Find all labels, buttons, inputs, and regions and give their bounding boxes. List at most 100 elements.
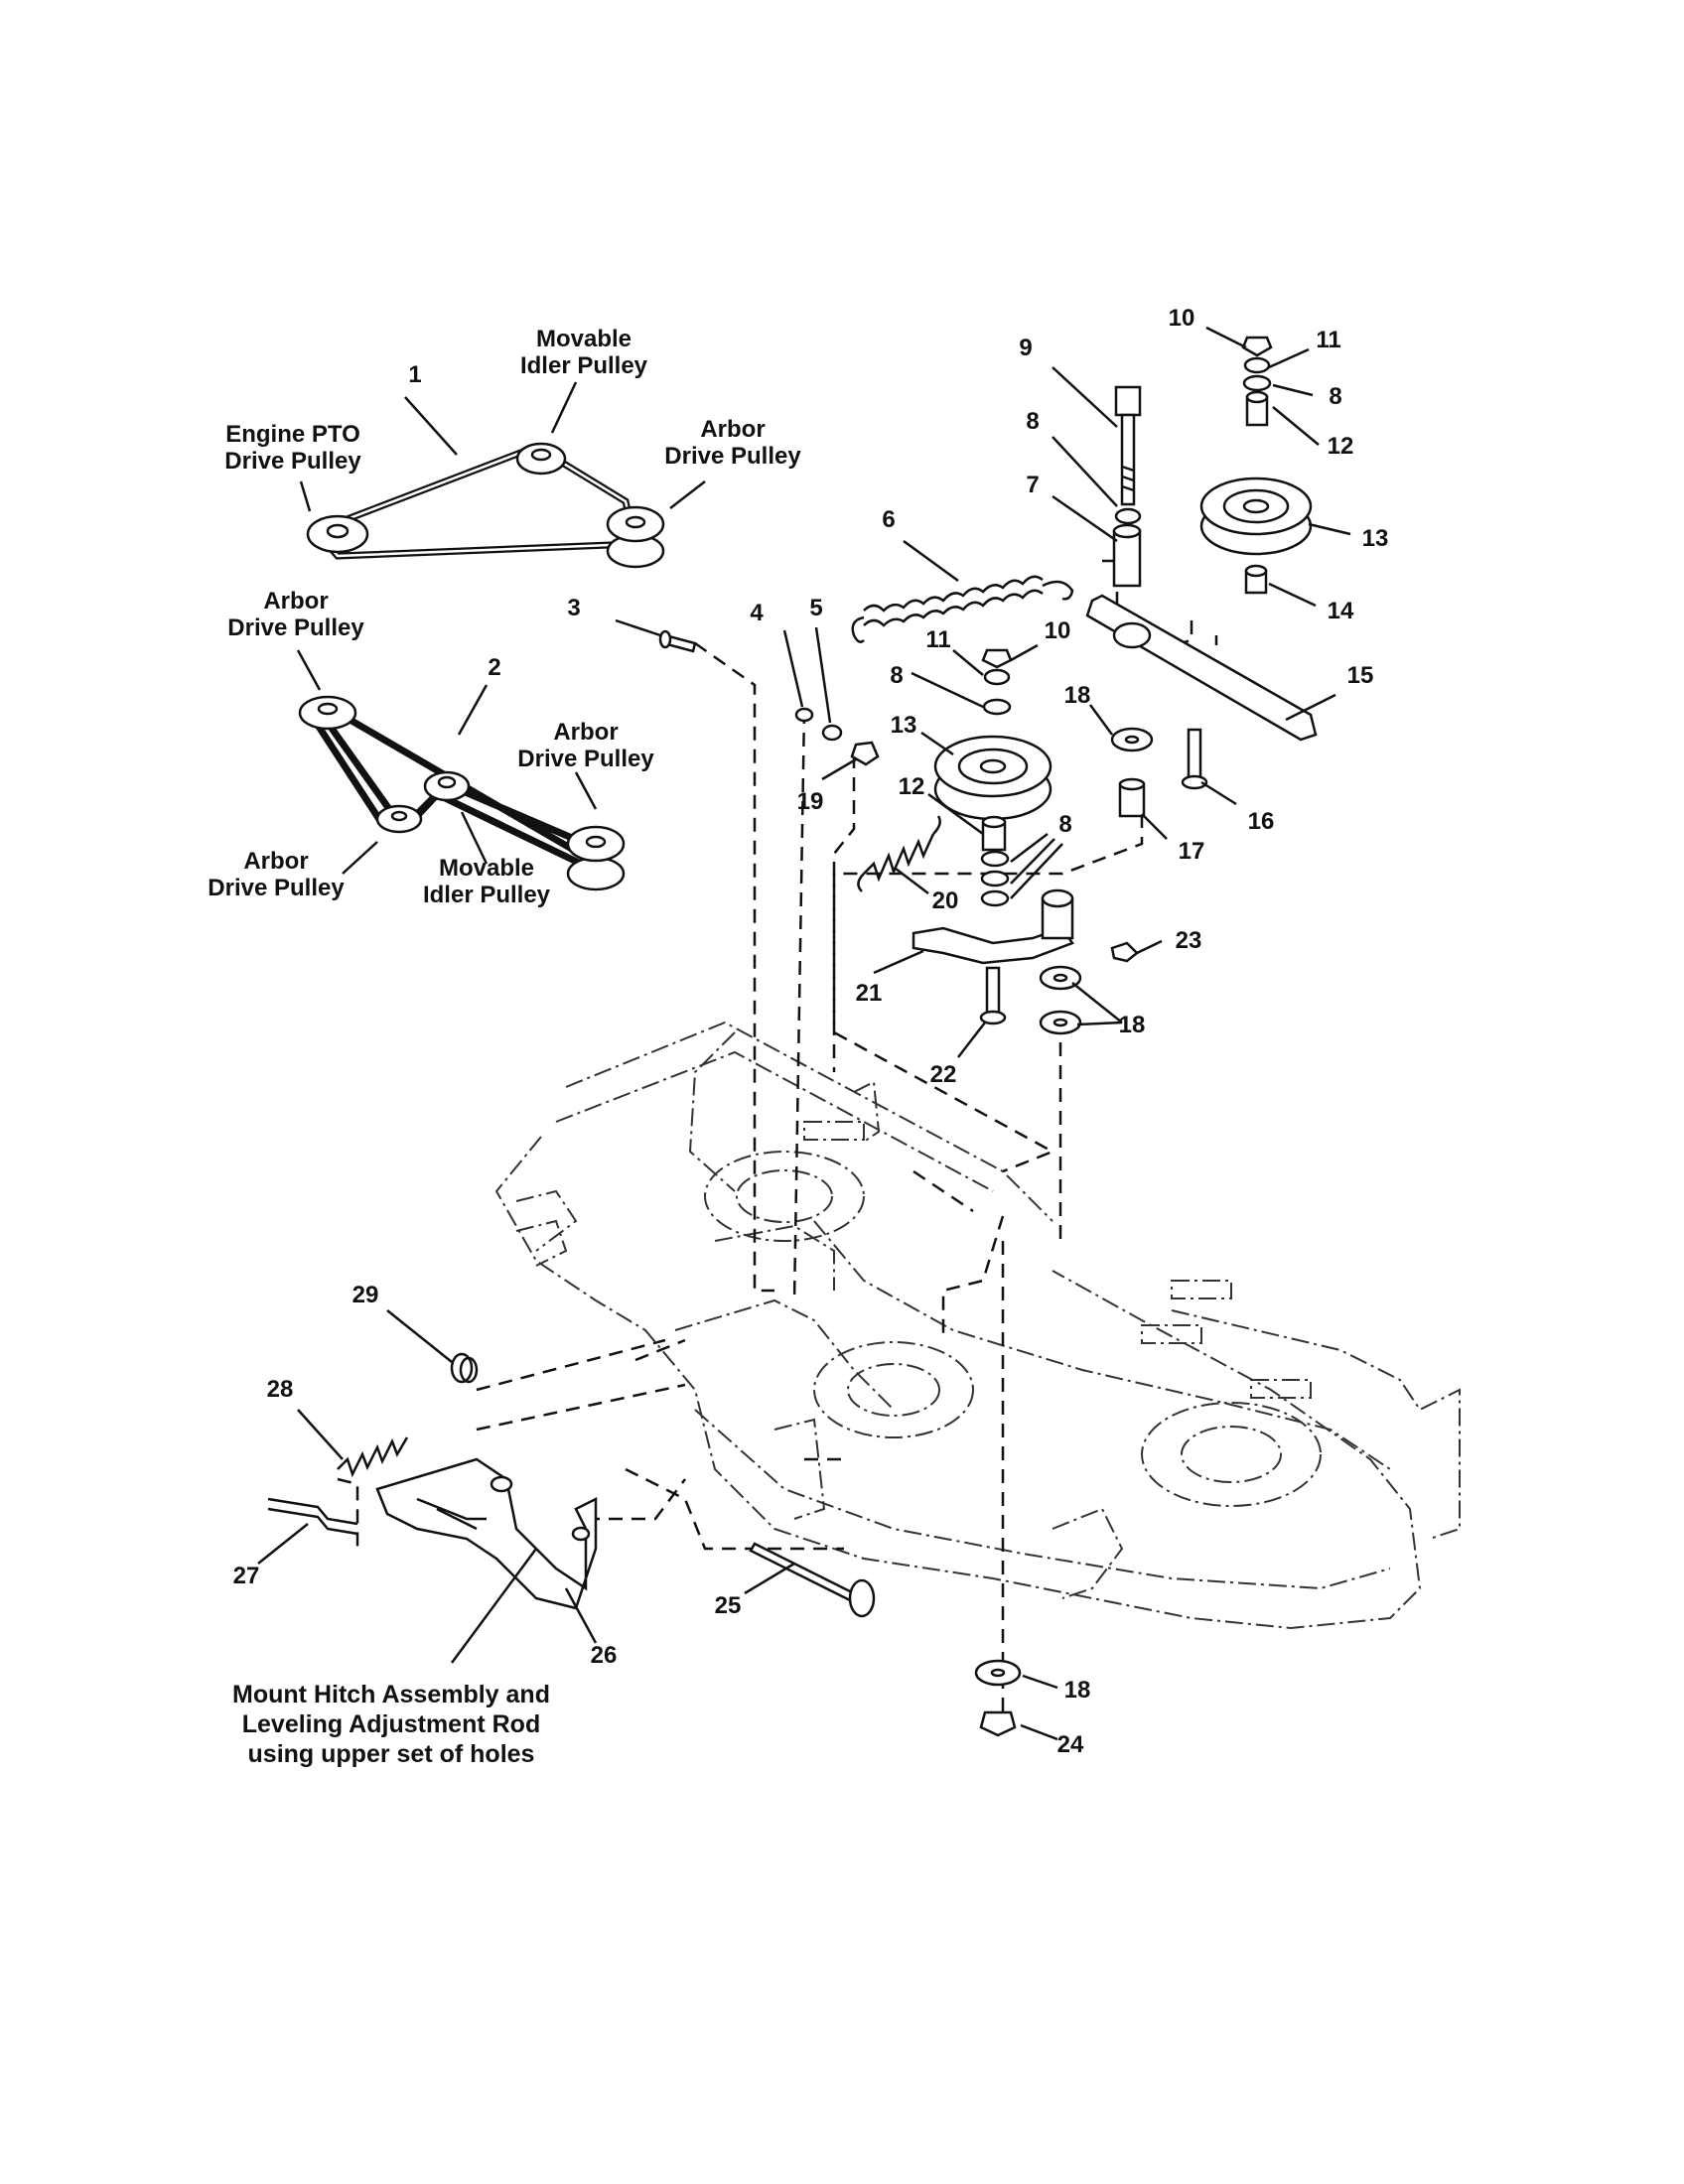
part-29-clip <box>450 1352 479 1384</box>
part-8-washer-b <box>1242 374 1272 392</box>
part-10-nut-b <box>981 648 1013 669</box>
callout-6: 6 <box>882 506 895 533</box>
label-arbor-top-1: Arbor <box>263 588 328 614</box>
part-23-fitting <box>1110 941 1139 963</box>
label-movable-idler-2a: Movable <box>439 855 534 882</box>
engine-pto-drive-pulley <box>306 514 369 554</box>
callout-2: 2 <box>488 654 500 681</box>
part-27-leveling-rod <box>267 1497 358 1536</box>
callout-19: 19 <box>797 788 824 815</box>
part-7-spacer <box>1112 523 1142 588</box>
callout-4: 4 <box>750 600 764 626</box>
part-8-washer-f <box>980 889 1010 907</box>
callout-18-b: 18 <box>1119 1012 1146 1038</box>
part-18-washer-a <box>1110 727 1154 752</box>
callout-18-a: 18 <box>1064 682 1091 709</box>
movable-idler-pulley-2 <box>423 770 471 802</box>
callout-8-d: 8 <box>1058 811 1071 838</box>
part-12-bushing-a <box>1245 390 1269 427</box>
callout-11-b: 11 <box>925 626 950 653</box>
part-24-nut <box>979 1710 1017 1737</box>
part-18-washer-c <box>1039 1010 1082 1035</box>
assembly-guides <box>337 559 1218 1717</box>
callout-14: 14 <box>1328 598 1354 624</box>
label-movable-idler-1: Movable <box>536 326 632 352</box>
callout-29: 29 <box>352 1282 379 1308</box>
lower-idler-assembly <box>658 575 1139 1035</box>
part-21-idler-arm <box>912 888 1074 965</box>
part-9-bolt <box>1114 385 1142 506</box>
label-arbor-top-2: Drive Pulley <box>227 614 364 641</box>
callout-26: 26 <box>591 1642 618 1669</box>
belt-diagram-1: 1 Engine PTO Drive Pulley Movable Idler … <box>224 326 801 569</box>
hitch-assembly <box>267 1352 1022 1737</box>
callout-25: 25 <box>715 1592 742 1619</box>
callout-12-a: 12 <box>1328 433 1354 460</box>
part-18-washer-d <box>974 1659 1022 1687</box>
callout-24: 24 <box>1057 1731 1084 1758</box>
part-14-bushing <box>1244 564 1268 595</box>
part-8-washer-a <box>1114 507 1142 525</box>
belt-diagram-2: 2 Arbor Drive Pulley Arbor Drive Pulley … <box>208 588 654 908</box>
part-19-nut <box>850 741 880 766</box>
label-arbor-right-2: Drive Pulley <box>517 746 654 772</box>
callout-8-b: 8 <box>1329 383 1341 410</box>
callout-10-a: 10 <box>1169 305 1195 332</box>
label-arbor-1: Arbor <box>700 416 765 443</box>
upper-idler-assembly <box>1085 336 1318 818</box>
part-11-washer-b <box>983 668 1011 686</box>
label-arbor-2: Drive Pulley <box>664 443 801 470</box>
callout-21: 21 <box>856 980 883 1007</box>
note-line-2: Leveling Adjustment Rod <box>242 1710 540 1738</box>
part-15-idler-arm <box>1085 594 1318 742</box>
part-5-washer <box>821 724 843 742</box>
part-18-washer-b <box>1039 965 1082 991</box>
callout-8-c: 8 <box>890 662 903 689</box>
label-engine-pto-1: Engine PTO <box>225 421 360 448</box>
part-11-washer-a <box>1243 356 1271 374</box>
callout-13-a: 13 <box>1362 525 1389 552</box>
part-6-spring <box>851 575 1074 643</box>
label-arbor-left-1: Arbor <box>243 848 308 875</box>
callout-numbers: 9 8 7 10 11 8 12 13 14 15 16 18 17 10 11… <box>233 305 1389 1758</box>
callout-5: 5 <box>809 595 822 621</box>
callout-23: 23 <box>1176 927 1202 954</box>
part-10-nut-a <box>1241 336 1273 357</box>
callout-28: 28 <box>267 1376 294 1403</box>
part-13-idler-pulley-a <box>1199 477 1313 556</box>
part-8-washer-d <box>980 850 1010 868</box>
leader-lines <box>257 326 1351 1741</box>
part-3-bolt <box>658 629 697 653</box>
note-line-1: Mount Hitch Assembly and <box>232 1681 550 1708</box>
part-26-hitch-bracket <box>375 1457 598 1610</box>
callout-13-b: 13 <box>891 712 917 739</box>
callout-27: 27 <box>233 1563 260 1589</box>
mower-deck <box>494 1021 1461 1630</box>
assembly-note: Mount Hitch Assembly and Leveling Adjust… <box>232 1681 550 1768</box>
part-12-bushing-b <box>981 815 1007 852</box>
movable-idler-pulley-1 <box>515 442 567 476</box>
part-4-washer <box>794 707 814 723</box>
part-25-pin <box>749 1542 876 1618</box>
label-arbor-right-1: Arbor <box>553 719 618 746</box>
callout-15: 15 <box>1347 662 1374 689</box>
label-movable-idler-2b: Idler Pulley <box>423 882 551 908</box>
part-22-bolt <box>979 966 1007 1025</box>
callout-12-b: 12 <box>899 773 925 800</box>
callout-1: 1 <box>408 361 421 388</box>
arbor-drive-pulley-top <box>298 695 357 731</box>
callout-9: 9 <box>1019 335 1032 361</box>
callout-3: 3 <box>567 595 580 621</box>
callout-16: 16 <box>1248 808 1275 835</box>
part-8-washer-e <box>980 870 1010 887</box>
label-engine-pto-2: Drive Pulley <box>224 448 361 475</box>
part-20-spring <box>857 815 941 892</box>
callout-7: 7 <box>1026 472 1039 498</box>
note-line-3: using upper set of holes <box>248 1740 535 1768</box>
label-movable-idler-2: Idler Pulley <box>520 352 648 379</box>
callout-10-b: 10 <box>1045 617 1071 644</box>
callout-18-c: 18 <box>1064 1677 1091 1704</box>
arbor-drive-pulley-1 <box>606 505 665 569</box>
arbor-drive-pulley-left <box>375 804 423 834</box>
